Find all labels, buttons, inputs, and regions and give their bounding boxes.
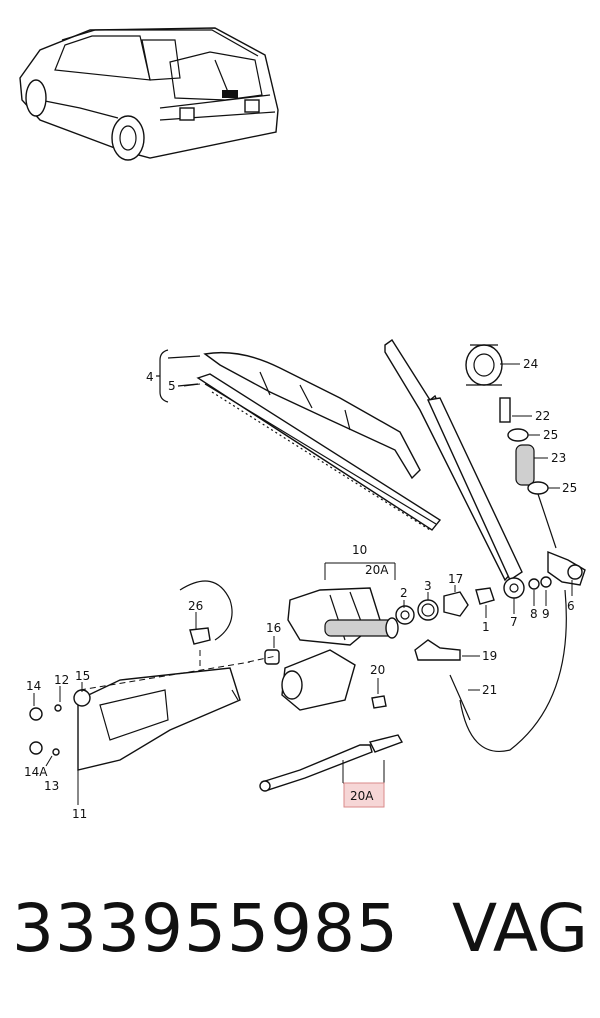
callout-16: 16 [266,621,281,635]
callout-10: 10 [352,543,367,557]
callout-20: 20 [370,663,385,677]
callout-22: 22 [535,409,550,423]
callout-17: 17 [448,572,463,586]
callout-3: 3 [424,579,432,593]
callout-19: 19 [482,649,497,663]
callout-14: 14 [26,679,41,693]
callout-8: 8 [530,607,538,621]
part-number: 333955985 [12,890,399,967]
callout-12: 12 [54,673,69,687]
motor-mounting-bracket [77,667,241,771]
callout-21: 21 [482,683,497,697]
callout-25-upper: 25 [543,428,558,442]
washer-hose [459,589,567,752]
callout-25-lower: 25 [562,481,577,495]
callout-15: 15 [75,669,90,683]
washer-hose-fittings [371,639,471,721]
fastener-parts [29,689,91,756]
callout-9: 9 [542,607,550,621]
shaft-seal-parts [395,587,495,625]
callout-1: 1 [482,620,490,634]
wiper-blade-assembly [156,349,442,531]
callout-20a-bottom: 20A [350,789,374,803]
wiper-arm [384,339,525,599]
callout-6: 6 [567,599,575,613]
callout-7: 7 [510,615,518,629]
callout-23: 23 [551,451,566,465]
callout-20a-top: 20A [365,563,389,577]
callout-24: 24 [523,357,538,371]
callout-2: 2 [400,586,408,600]
callout-26: 26 [188,599,203,613]
cable-bracket [179,580,233,645]
wiper-motor [264,587,399,711]
callout-4: 4 [146,370,154,384]
callout-13: 13 [44,779,59,793]
leader-lines [33,363,573,805]
car-illustration [19,27,279,161]
drive-link [259,734,404,792]
assembly-line-b [247,655,277,663]
assembly-line-a [79,661,251,691]
highlight-20a-box [343,782,385,808]
washer-nozzle-parts [465,344,586,590]
callout-14a: 14A [24,765,48,779]
brand-name: VAG [451,890,588,967]
callout-5: 5 [168,379,176,393]
callout-11: 11 [72,807,87,821]
